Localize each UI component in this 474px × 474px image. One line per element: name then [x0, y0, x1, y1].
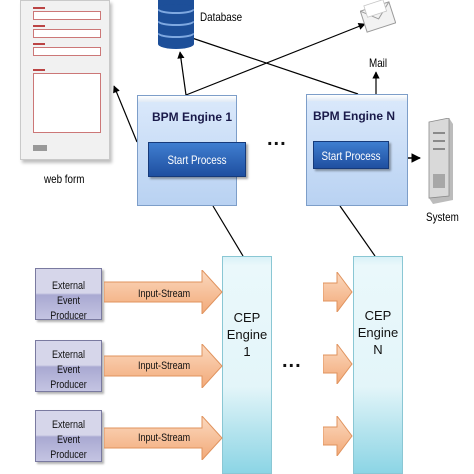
web-form-thumbnail: [20, 0, 110, 160]
start-process-button-1[interactable]: Start Process: [148, 142, 246, 177]
input-stream-label-1: Input-Stream: [138, 288, 191, 300]
bpm-ellipsis: ...: [267, 128, 287, 150]
mail-label: Mail: [369, 56, 388, 70]
cepn-to-bpmn-line: [339, 205, 376, 257]
bpm-engine-n: BPM Engine N Start Process: [306, 94, 408, 206]
database-to-bpmn-line: [191, 37, 359, 95]
input-stream-arrow-2: [104, 344, 223, 388]
cepn-input-arrow-3: [323, 416, 353, 456]
bpm1-to-database-line: [177, 51, 187, 96]
database-label: Database: [200, 10, 243, 24]
database-icon: [157, 0, 195, 50]
cep-engine-1-line2: Engine 1: [226, 327, 268, 359]
start-process-button-n[interactable]: Start Process: [313, 141, 389, 169]
cep-ellipsis: ...: [282, 350, 302, 372]
bpm1-to-webform-line: [113, 85, 138, 143]
bpm-engine-1-title: BPM Engine 1: [152, 110, 233, 124]
cepn-input-arrow-2: [323, 344, 353, 384]
mail-icon: [359, 0, 397, 34]
bpm1-to-mail-line: [185, 23, 366, 96]
external-event-producer-3: External Event Producer: [35, 410, 102, 462]
external-event-producer-1: External Event Producer: [35, 268, 102, 322]
system-label: System: [426, 210, 459, 224]
bpm-engine-1: BPM Engine 1 Start Process: [137, 95, 246, 206]
cep-engine-n-line2: Engine N: [357, 325, 399, 357]
input-stream-arrow-3: [104, 416, 223, 460]
cep-engine-n: CEP Engine N: [353, 256, 403, 474]
cep-engine-1: CEP Engine 1: [222, 256, 272, 474]
web-form-label: web form: [44, 172, 85, 186]
cep1-to-bpm1-line: [212, 205, 244, 257]
input-stream-label-3: Input-Stream: [138, 432, 191, 444]
input-stream-label-2: Input-Stream: [138, 360, 191, 372]
cepn-input-arrow-1: [323, 272, 353, 312]
external-event-producer-2: External Event Producer: [35, 340, 102, 392]
cep-engine-1-line1: CEP: [233, 310, 261, 325]
input-stream-arrow-1: [104, 270, 223, 314]
server-icon: [425, 117, 453, 204]
cep-engine-n-line1: CEP: [364, 308, 392, 323]
bpm-engine-n-title: BPM Engine N: [313, 109, 396, 123]
